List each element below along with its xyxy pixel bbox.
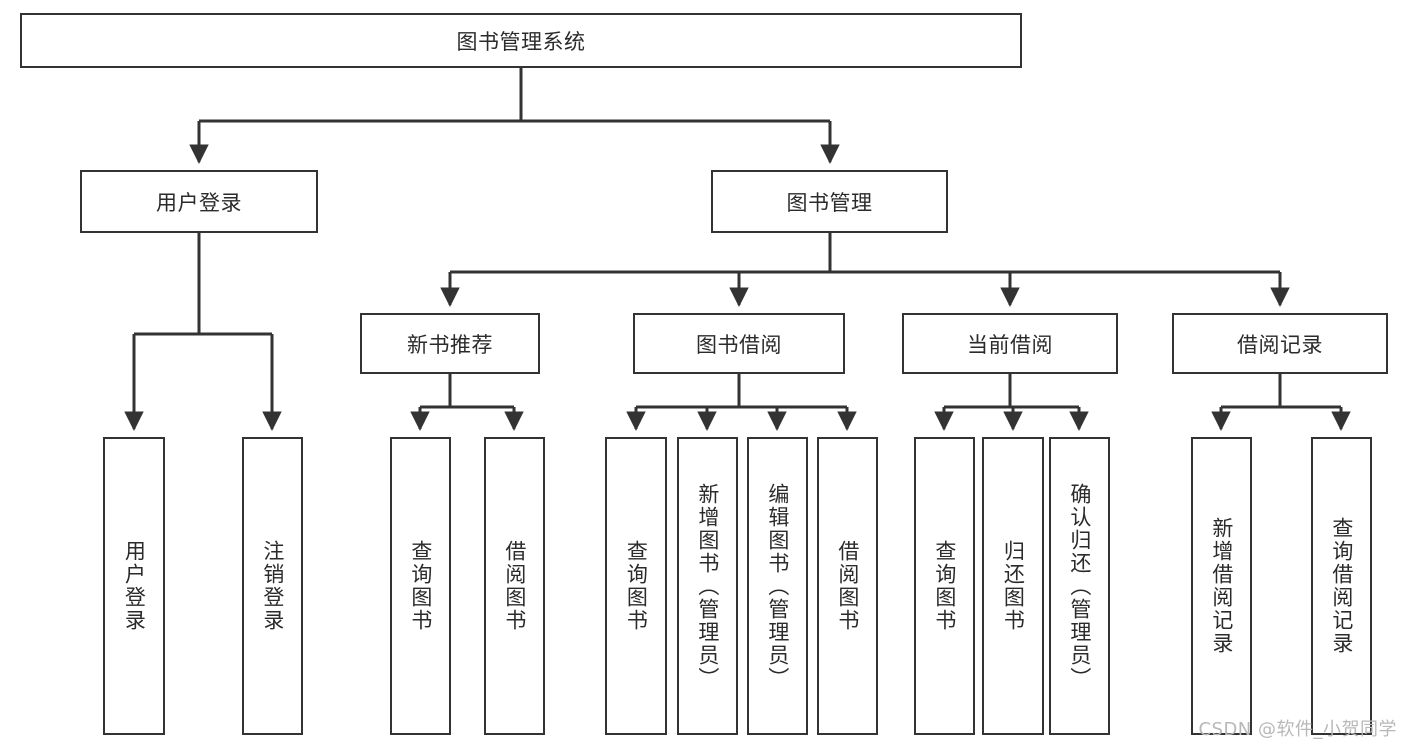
node-book-manage[interactable]: 图书管理 bbox=[711, 170, 948, 233]
node-leaf-user-login-label: 用户登录 bbox=[122, 540, 147, 632]
watermark: CSDN @软件_小贺同学 bbox=[1198, 719, 1397, 740]
node-leaf-query-book-rec-label: 查询图书 bbox=[408, 540, 433, 632]
node-leaf-borrow-book-rec[interactable]: 借阅图书 bbox=[484, 437, 545, 735]
node-leaf-return-book[interactable]: 归还图书 bbox=[982, 437, 1044, 735]
node-user-login[interactable]: 用户登录 bbox=[80, 170, 318, 233]
node-leaf-edit-book-admin-label: 编辑图书（管理员） bbox=[765, 482, 790, 690]
node-current-borrow[interactable]: 当前借阅 bbox=[902, 313, 1118, 374]
node-current-borrow-label: 当前借阅 bbox=[967, 332, 1053, 357]
node-leaf-query-borrow-record[interactable]: 查询借阅记录 bbox=[1311, 437, 1372, 735]
node-leaf-logout-login[interactable]: 注销登录 bbox=[242, 437, 303, 735]
node-book-borrow[interactable]: 图书借阅 bbox=[633, 313, 845, 374]
node-book-borrow-label: 图书借阅 bbox=[696, 332, 782, 357]
node-leaf-add-borrow-record-label: 新增借阅记录 bbox=[1209, 517, 1234, 655]
node-leaf-confirm-return-admin-label: 确认归还（管理员） bbox=[1067, 482, 1092, 690]
node-leaf-edit-book-admin[interactable]: 编辑图书（管理员） bbox=[747, 437, 808, 735]
node-leaf-query-book-current[interactable]: 查询图书 bbox=[914, 437, 975, 735]
node-leaf-query-book-borrow[interactable]: 查询图书 bbox=[605, 437, 667, 735]
node-root-label: 图书管理系统 bbox=[456, 29, 586, 54]
node-borrow-record-label: 借阅记录 bbox=[1237, 332, 1323, 357]
node-leaf-add-book-admin[interactable]: 新增图书（管理员） bbox=[677, 437, 738, 735]
node-root[interactable]: 图书管理系统 bbox=[20, 13, 1022, 68]
node-leaf-query-book-rec[interactable]: 查询图书 bbox=[390, 437, 451, 735]
node-new-book-rec-label: 新书推荐 bbox=[407, 332, 493, 357]
node-leaf-return-book-label: 归还图书 bbox=[1001, 540, 1026, 632]
node-leaf-borrow-book[interactable]: 借阅图书 bbox=[817, 437, 878, 735]
node-leaf-confirm-return-admin[interactable]: 确认归还（管理员） bbox=[1049, 437, 1110, 735]
node-borrow-record[interactable]: 借阅记录 bbox=[1172, 313, 1388, 374]
node-leaf-add-borrow-record[interactable]: 新增借阅记录 bbox=[1191, 437, 1252, 735]
node-leaf-borrow-book-rec-label: 借阅图书 bbox=[502, 540, 527, 632]
node-leaf-logout-login-label: 注销登录 bbox=[260, 540, 285, 632]
node-leaf-borrow-book-label: 借阅图书 bbox=[835, 540, 860, 632]
node-leaf-user-login[interactable]: 用户登录 bbox=[103, 437, 165, 735]
node-user-login-label: 用户登录 bbox=[156, 190, 242, 215]
node-leaf-query-book-borrow-label: 查询图书 bbox=[624, 540, 649, 632]
node-leaf-add-book-admin-label: 新增图书（管理员） bbox=[695, 482, 720, 690]
node-leaf-query-book-current-label: 查询图书 bbox=[932, 540, 957, 632]
node-leaf-query-borrow-record-label: 查询借阅记录 bbox=[1329, 517, 1354, 655]
node-book-manage-label: 图书管理 bbox=[786, 190, 873, 215]
node-new-book-rec[interactable]: 新书推荐 bbox=[360, 313, 540, 374]
